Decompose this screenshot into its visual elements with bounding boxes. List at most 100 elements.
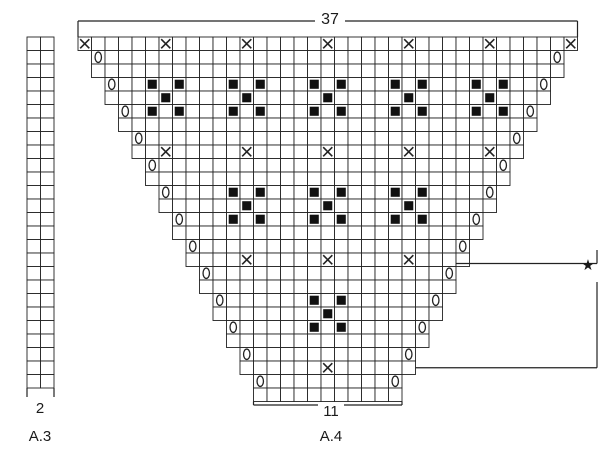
a4-cell: [469, 63, 484, 78]
a4-cell: [320, 374, 335, 389]
a4-cell: [388, 293, 403, 308]
a4-cell: [428, 131, 443, 146]
a4-cell: [280, 77, 295, 92]
a4-cell: [347, 171, 362, 186]
a4-cell: [253, 225, 268, 240]
a3-cell: [40, 50, 55, 65]
a4-cell: [401, 239, 416, 254]
a4-bottom-width-label: 11: [323, 403, 339, 420]
a4-cell: [401, 320, 416, 335]
a4-cell: [253, 158, 268, 173]
a4-cell: [415, 50, 430, 65]
a3-cell: [26, 239, 41, 254]
a3-cell: [26, 293, 41, 308]
a4-cell: [334, 131, 349, 146]
chart-a3-grid: [26, 36, 55, 389]
a4-cell: [428, 198, 443, 213]
a4-cell: [361, 387, 376, 402]
a3-cell: [26, 333, 41, 348]
a4-cell: [347, 77, 362, 92]
a4-cell: [482, 131, 497, 146]
a4-cell: [320, 266, 335, 281]
a4-cell: [266, 36, 281, 51]
a4-cell: [334, 36, 349, 51]
a4-cell: [239, 104, 254, 119]
a4-cell: [280, 144, 295, 159]
a4-cell: [428, 266, 443, 281]
a4-cell: [455, 144, 470, 159]
a4-cell: [266, 212, 281, 227]
filled-square-icon: [471, 106, 481, 116]
a4-cell: [415, 239, 430, 254]
a3-cell: [26, 63, 41, 78]
filled-square-icon: [390, 106, 400, 116]
a4-cell: [347, 360, 362, 375]
a4-cell: [307, 63, 322, 78]
a4-cell: [199, 131, 214, 146]
cross-symbol-icon: [403, 146, 414, 157]
a4-cell: [455, 158, 470, 173]
a3-cell: [26, 374, 41, 389]
a4-cell: [401, 77, 416, 92]
a4-cell: [293, 36, 308, 51]
a4-cell: [415, 333, 430, 348]
a4-cell: [293, 360, 308, 375]
a4-cell: [91, 36, 106, 51]
a4-cell: [239, 239, 254, 254]
a4-cell: [212, 90, 227, 105]
a3-cell: [40, 144, 55, 159]
a4-cell: [401, 158, 416, 173]
a4-cell: [455, 225, 470, 240]
a4-cell: [158, 198, 173, 213]
a4-cell: [374, 347, 389, 362]
a4-cell: [293, 333, 308, 348]
filled-square-icon: [485, 93, 495, 103]
a4-cell: [442, 185, 457, 200]
a3-cell: [26, 212, 41, 227]
yarn-over-oval-icon: [499, 159, 508, 172]
a4-cell: [320, 387, 335, 402]
a4-cell: [415, 266, 430, 281]
a4-cell: [199, 198, 214, 213]
a4-cell: [212, 239, 227, 254]
cross-symbol-icon: [484, 38, 495, 49]
a4-cell: [496, 117, 511, 132]
a4-cell: [239, 279, 254, 294]
a4-cell: [280, 131, 295, 146]
a4-cell: [185, 90, 200, 105]
a3-cell: [40, 104, 55, 119]
a4-cell: [280, 333, 295, 348]
a4-cell: [266, 171, 281, 186]
a4-cell: [415, 171, 430, 186]
a4-cell: [253, 63, 268, 78]
a3-cell: [40, 185, 55, 200]
a4-cell: [361, 347, 376, 362]
a4-cell: [469, 117, 484, 132]
a4-cell: [442, 77, 457, 92]
a4-cell: [482, 77, 497, 92]
yarn-over-oval-icon: [175, 213, 184, 226]
a4-cell: [280, 360, 295, 375]
yarn-over-oval-icon: [161, 186, 170, 199]
a4-cell: [469, 90, 484, 105]
a4-cell: [401, 117, 416, 132]
a4-cell: [374, 77, 389, 92]
a3-cell: [26, 198, 41, 213]
a4-cell: [442, 279, 457, 294]
filled-square-icon: [255, 106, 265, 116]
a4-cell: [280, 347, 295, 362]
a4-cell: [455, 63, 470, 78]
cross-symbol-icon: [160, 146, 171, 157]
a4-cell: [334, 171, 349, 186]
a4-cell: [361, 63, 376, 78]
a4-cell: [266, 239, 281, 254]
a4-cell: [388, 360, 403, 375]
a4-cell: [118, 77, 133, 92]
a4-cell: [293, 225, 308, 240]
a4-cell: [347, 374, 362, 389]
a4-cell: [239, 50, 254, 65]
filled-square-icon: [255, 187, 265, 197]
a4-cell: [226, 90, 241, 105]
yarn-over-oval-icon: [188, 240, 197, 253]
